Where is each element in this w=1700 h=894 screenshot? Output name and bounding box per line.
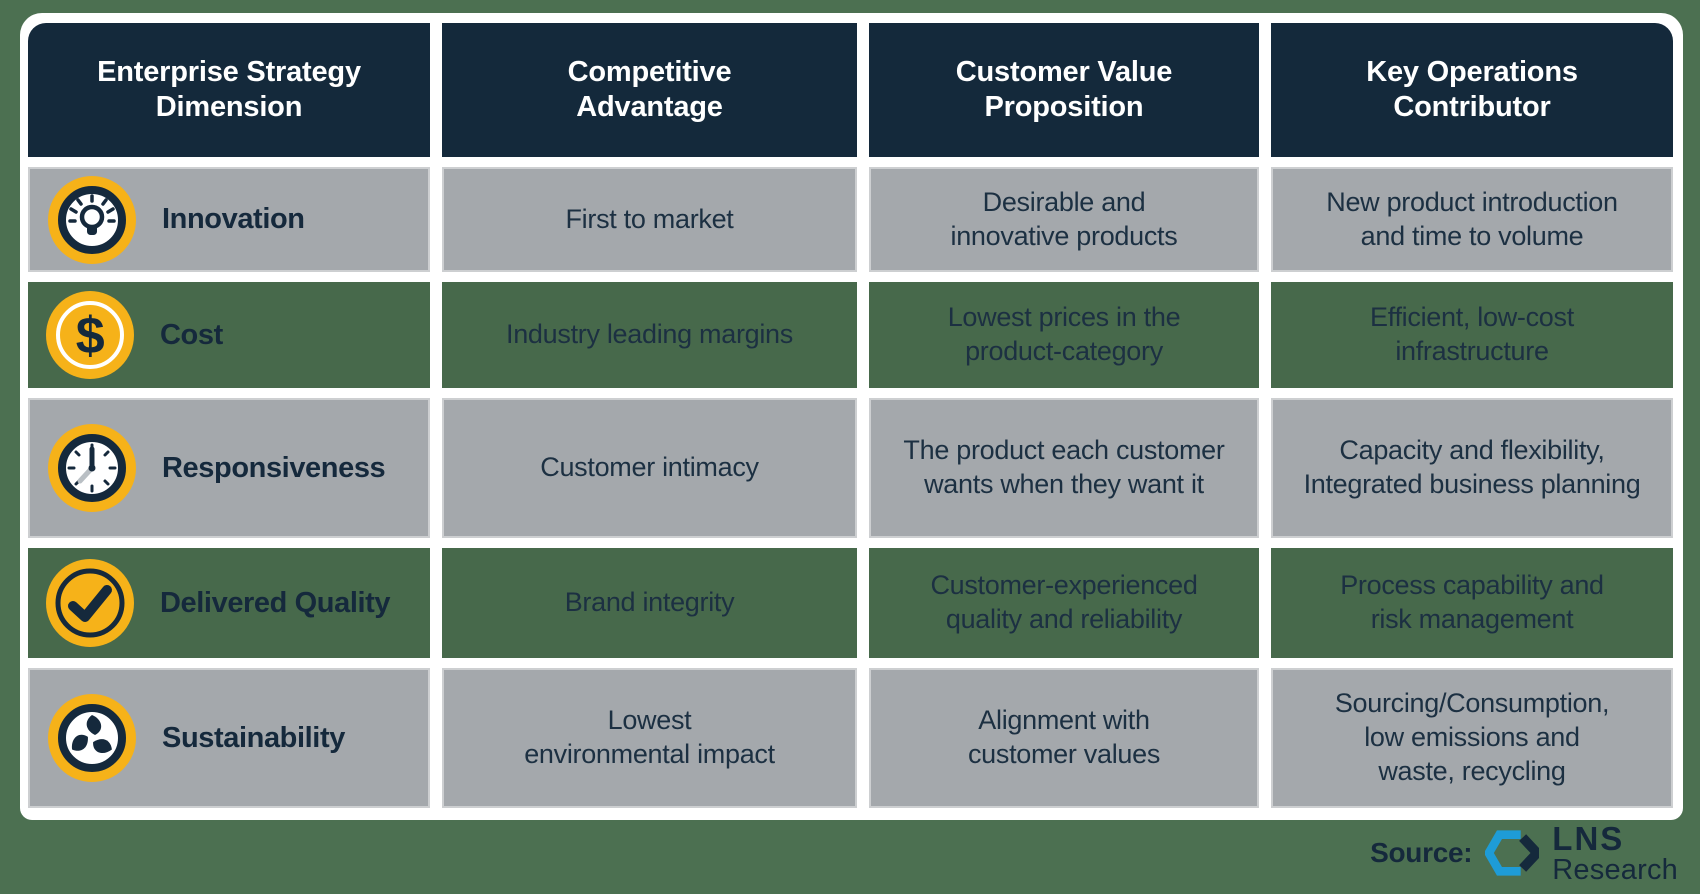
header-customer-value-proposition: Customer Value Proposition bbox=[869, 23, 1259, 157]
brand-text: LNS Research bbox=[1552, 822, 1678, 885]
table-frame: Enterprise Strategy Dimension Competitiv… bbox=[20, 13, 1683, 820]
cell-responsiveness-key-operations: Capacity and flexibility, Integrated bus… bbox=[1271, 398, 1673, 538]
cell-delivered-quality-competitive-advantage: Brand integrity bbox=[442, 548, 857, 658]
dimension-label-responsiveness: Responsiveness bbox=[162, 451, 386, 484]
dimension-label-cost: Cost bbox=[160, 318, 223, 351]
cell-cost-dimension: $ Cost bbox=[28, 282, 430, 388]
header-key-operations-contributor: Key Operations Contributor bbox=[1271, 23, 1673, 157]
cell-innovation-key-operations: New product introduction and time to vol… bbox=[1271, 167, 1673, 272]
cell-sustainability-dimension: Sustainability bbox=[28, 668, 430, 808]
checkmark-icon bbox=[46, 559, 134, 647]
brand-name: LNS bbox=[1552, 819, 1625, 857]
cell-delivered-quality-customer-value: Customer-experienced quality and reliabi… bbox=[869, 548, 1259, 658]
lightbulb-icon bbox=[48, 175, 136, 264]
cell-sustainability-key-operations: Sourcing/Consumption, low emissions and … bbox=[1271, 668, 1673, 808]
cell-cost-competitive-advantage: Industry leading margins bbox=[442, 282, 857, 388]
cell-responsiveness-competitive-advantage: Customer intimacy bbox=[442, 398, 857, 538]
header-enterprise-strategy-dimension: Enterprise Strategy Dimension bbox=[28, 23, 430, 157]
clock-icon bbox=[48, 424, 136, 512]
dimension-label-innovation: Innovation bbox=[162, 203, 305, 236]
brand-subname: Research bbox=[1552, 853, 1678, 886]
cell-cost-customer-value: Lowest prices in the product-category bbox=[869, 282, 1259, 388]
cell-innovation-dimension: Innovation bbox=[28, 167, 430, 272]
cell-innovation-customer-value: Desirable and innovative products bbox=[869, 167, 1259, 272]
dollar-icon: $ bbox=[46, 291, 134, 379]
cell-delivered-quality-dimension: Delivered Quality bbox=[28, 548, 430, 658]
cell-delivered-quality-key-operations: Process capability and risk management bbox=[1271, 548, 1673, 658]
cell-cost-key-operations: Efficient, low-cost infrastructure bbox=[1271, 282, 1673, 388]
svg-text:$: $ bbox=[76, 307, 105, 365]
cell-responsiveness-dimension: Responsiveness bbox=[28, 398, 430, 538]
dimension-label-delivered-quality: Delivered Quality bbox=[160, 586, 391, 619]
source-attribution: Source: LNS Research bbox=[1370, 822, 1678, 885]
cell-sustainability-customer-value: Alignment with customer values bbox=[869, 668, 1259, 808]
cell-responsiveness-customer-value: The product each customer wants when the… bbox=[869, 398, 1259, 538]
strategy-table: Enterprise Strategy Dimension Competitiv… bbox=[28, 23, 1675, 808]
source-label: Source: bbox=[1370, 837, 1473, 868]
recycle-icon bbox=[48, 694, 136, 782]
cell-innovation-competitive-advantage: First to market bbox=[442, 167, 857, 272]
lns-logo-icon bbox=[1485, 830, 1540, 876]
dimension-label-sustainability: Sustainability bbox=[162, 721, 345, 754]
header-competitive-advantage: Competitive Advantage bbox=[442, 23, 857, 157]
cell-sustainability-competitive-advantage: Lowest environmental impact bbox=[442, 668, 857, 808]
